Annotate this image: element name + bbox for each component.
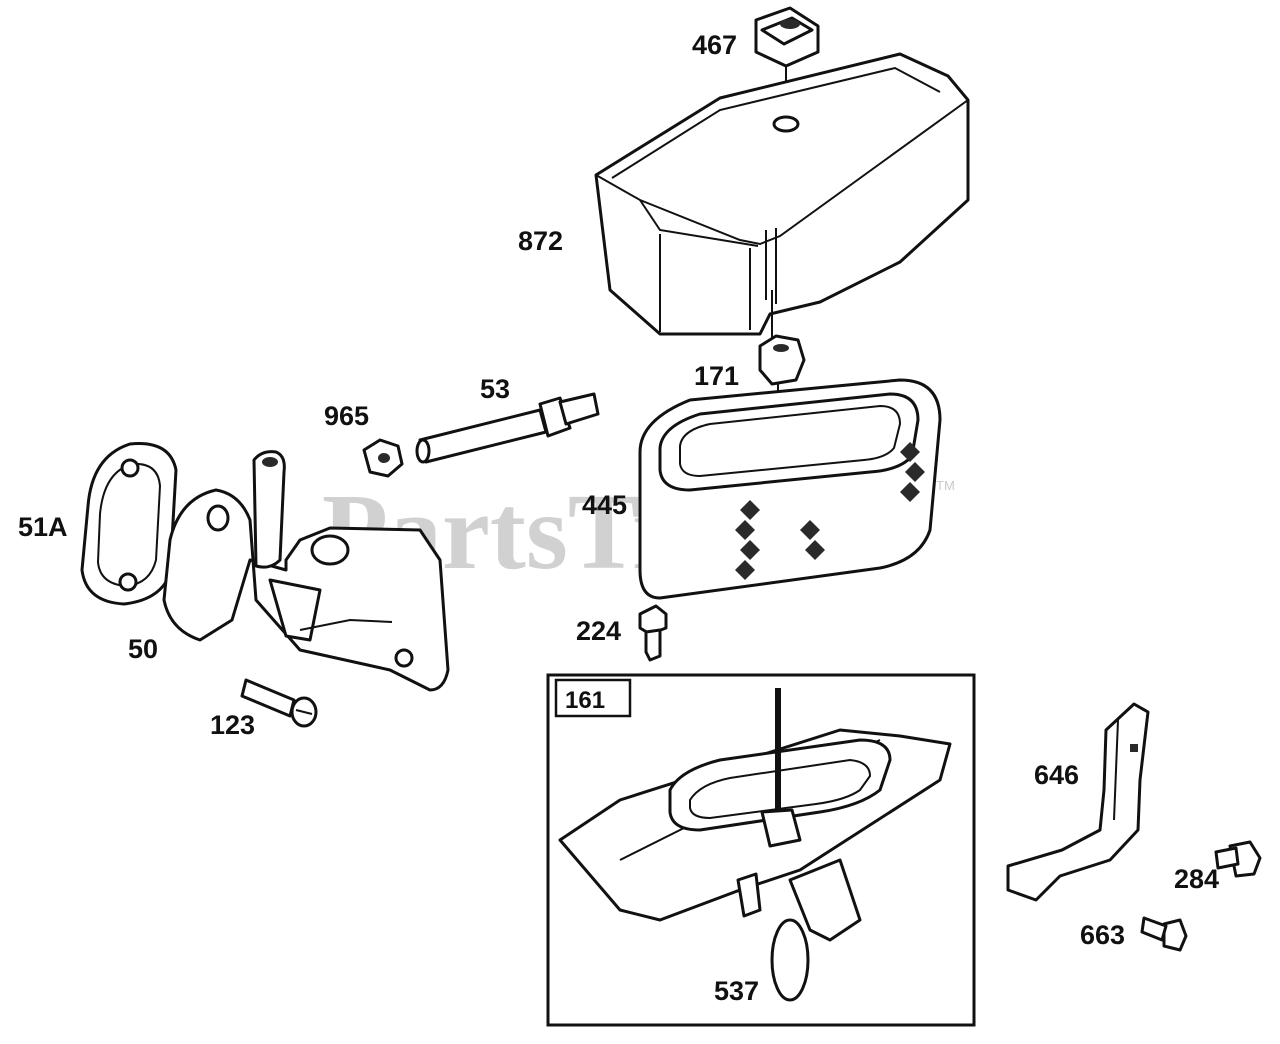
callout-537[interactable]: 537: [714, 976, 759, 1006]
callout-663[interactable]: 663: [1080, 920, 1125, 950]
air-cleaner-base-assembly-box[interactable]: 161: [546, 673, 976, 1027]
callout-445[interactable]: 445: [582, 490, 627, 520]
hex-nut-part[interactable]: [362, 438, 404, 478]
screw-284-part[interactable]: [1214, 840, 1262, 878]
callout-labels: 467 872 171 53 965 445 51A 50 224 123 64…: [18, 30, 1219, 1006]
screw-663-part[interactable]: [1140, 916, 1188, 952]
callout-171[interactable]: 171: [694, 361, 739, 391]
callout-965[interactable]: 965: [324, 401, 369, 431]
watermark-trademark: TM: [936, 478, 955, 493]
breather-tube-part[interactable]: [415, 392, 600, 464]
callout-50[interactable]: 50: [128, 634, 158, 664]
screw-123-part[interactable]: [240, 678, 318, 728]
callout-224[interactable]: 224: [576, 616, 621, 646]
callout-284[interactable]: 284: [1174, 864, 1219, 894]
bracket-part[interactable]: [1006, 702, 1150, 902]
bolt-part[interactable]: [638, 604, 668, 662]
callout-51A[interactable]: 51A: [18, 512, 68, 542]
air-cleaner-cover-part[interactable]: [594, 52, 970, 340]
intake-elbow-part[interactable]: [162, 450, 450, 692]
callout-123[interactable]: 123: [210, 710, 255, 740]
air-filter-cartridge-part[interactable]: [638, 378, 942, 600]
callout-467[interactable]: 467: [692, 30, 737, 60]
intake-gasket-part[interactable]: [80, 442, 178, 606]
assembly-box-label: 161: [565, 687, 605, 714]
callout-53[interactable]: 53: [480, 374, 510, 404]
callout-872[interactable]: 872: [518, 226, 563, 256]
callout-646[interactable]: 646: [1034, 760, 1079, 790]
